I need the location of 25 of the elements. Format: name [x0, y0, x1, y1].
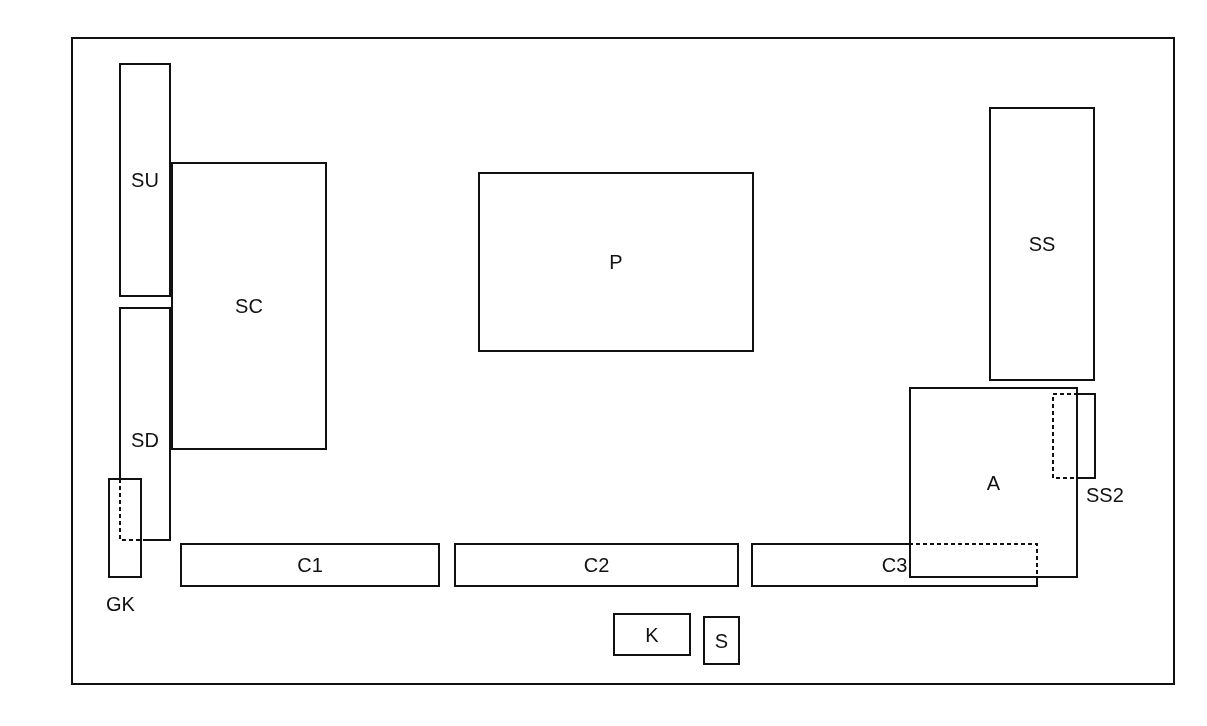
block-label: SU: [131, 170, 159, 190]
block-label: GK: [106, 594, 135, 614]
outer-frame: [71, 37, 1175, 685]
block-label: SS: [1028, 234, 1056, 254]
component-block: [454, 543, 739, 587]
block-label: SS2: [1086, 485, 1124, 505]
block-label: A: [986, 472, 1001, 493]
component-block: [751, 543, 1038, 587]
component-block: [909, 387, 1078, 578]
block-label: P: [609, 252, 623, 272]
block-label: K: [645, 624, 659, 645]
block-label: SC: [235, 296, 263, 316]
component-block: [119, 307, 171, 541]
component-block: [180, 543, 440, 587]
component-block: [613, 613, 691, 656]
component-block: [989, 107, 1095, 381]
component-block: [171, 162, 327, 450]
block-label: C2: [583, 555, 610, 575]
component-block: [478, 172, 754, 352]
block-label: SD: [131, 430, 159, 450]
block-label: S: [714, 630, 729, 651]
component-block: [703, 616, 740, 665]
block-label: C3: [881, 555, 908, 575]
block-label: C1: [297, 555, 323, 575]
component-block: [119, 63, 171, 297]
